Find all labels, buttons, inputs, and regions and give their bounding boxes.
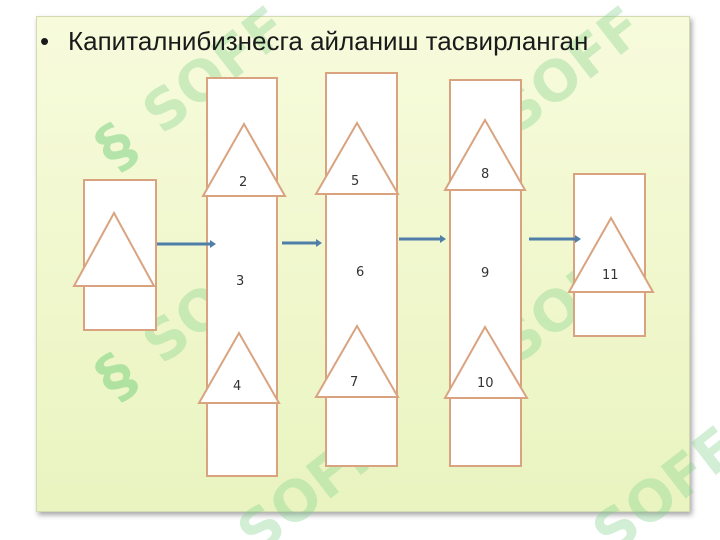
label-8: 8 <box>481 167 489 182</box>
triangle-8 <box>443 117 527 191</box>
triangle-5 <box>314 121 400 195</box>
bullet-point: • <box>40 26 50 56</box>
bullet-text-content: Капиталнибизнесга айланиш тасвирланган <box>68 26 589 56</box>
label-6: 6 <box>356 265 364 280</box>
label-2: 2 <box>239 175 247 190</box>
label-9: 9 <box>481 266 489 281</box>
label-3: 3 <box>236 274 244 289</box>
svg-text:§: § <box>83 110 150 184</box>
triangle-11 <box>567 215 655 293</box>
triangle-4 <box>197 330 281 404</box>
triangle-1 <box>72 210 156 287</box>
flow-arrows <box>157 235 581 248</box>
svg-text:§: § <box>83 340 150 414</box>
arrow-3-head <box>440 235 446 243</box>
label-11: 11 <box>602 268 619 283</box>
svg-text:SOFF: SOFF <box>581 414 720 540</box>
label-7: 7 <box>350 375 358 390</box>
watermark-6: SOFF <box>581 414 720 540</box>
triangle-2 <box>201 121 287 197</box>
bullet-text: • Капиталнибизнесга айланиш тасвирланган <box>40 26 700 57</box>
arrow-4-head <box>575 235 581 243</box>
label-5: 5 <box>351 174 359 189</box>
arrow-2-head <box>316 239 322 247</box>
triangle-7 <box>314 324 400 398</box>
label-10: 10 <box>477 376 494 391</box>
arrow-1-head <box>210 240 216 248</box>
triangle-10 <box>443 325 529 399</box>
label-4: 4 <box>233 379 241 394</box>
